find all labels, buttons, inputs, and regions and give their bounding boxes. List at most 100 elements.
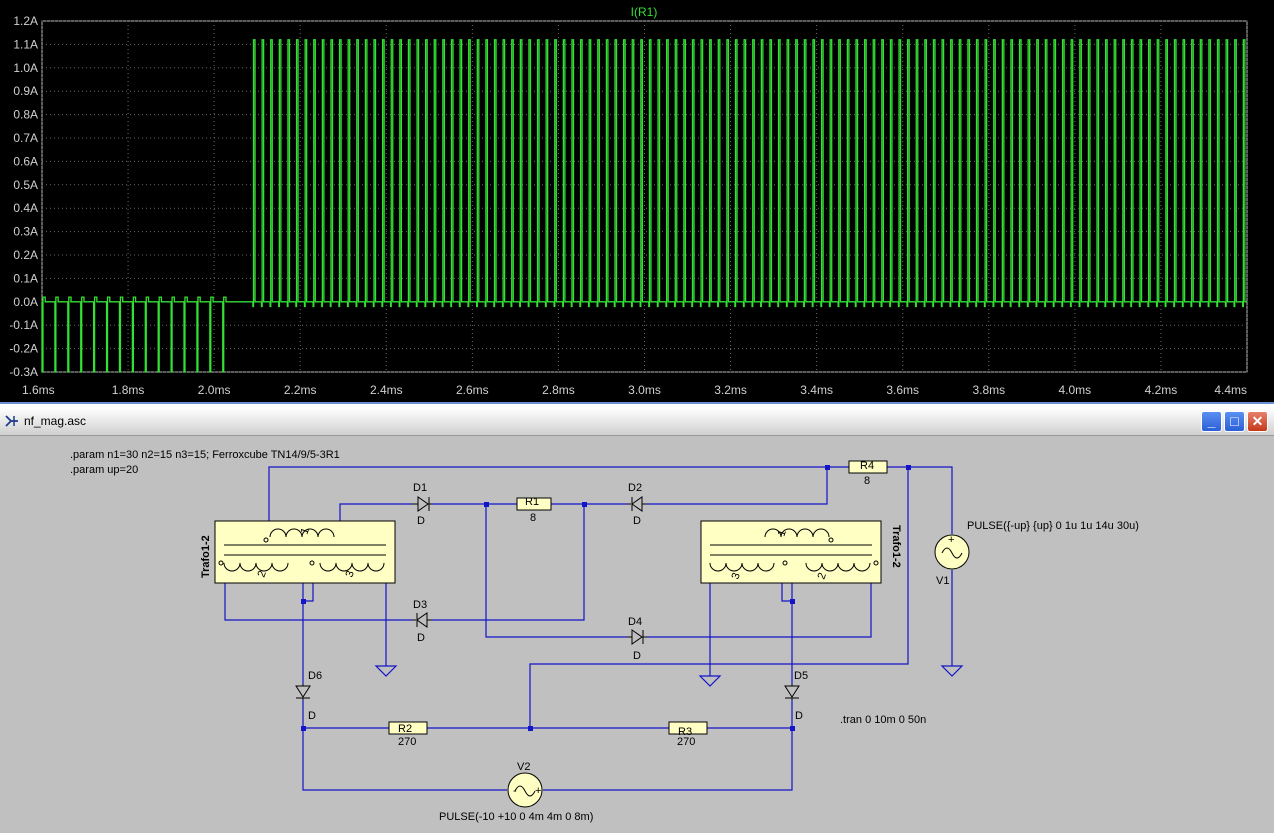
y-tick-label: 0.7A [13,131,38,145]
x-tick-label: 1.6ms [22,383,55,397]
r1-name: R1 [525,496,539,508]
maximize-button[interactable]: □ [1224,411,1245,432]
x-tick-label: 3.8ms [972,383,1005,397]
trace-label[interactable]: I(R1) [631,5,658,19]
d1-name: D1 [413,482,427,494]
y-tick-label: 0.3A [13,225,38,239]
param-directive-2[interactable]: .param up=20 [70,464,138,476]
d2-value: D [633,515,641,527]
minimize-icon: _ [1207,413,1216,429]
winding-number: 1 [299,526,312,536]
y-tick-label: 0.0A [13,295,38,309]
v2-value: PULSE(-10 +10 0 4m 4m 0 8m) [439,811,593,823]
voltage-source-v2[interactable]: - + [507,772,543,808]
y-tick-label: -0.3A [9,365,38,379]
svg-text:-: - [513,785,517,797]
d5-name: D5 [794,670,808,682]
r2-value: 270 [398,736,416,748]
y-tick-label: 0.1A [13,271,38,285]
resistor-r2[interactable] [388,721,428,735]
v2-name: V2 [517,761,530,773]
schematic-window[interactable]: nf_mag.asc _ □ ✕ .param n1=30 n2=15 n3=1… [0,408,1274,833]
diode-d6[interactable] [295,684,311,700]
waveform-plot[interactable]: 1.2A 1.1A 1.0A 0.9A 0.8A 0.7A 0.6A 0.5A 0.4A 0.3A… [0,0,1274,404]
winding-number: 2 [256,569,269,579]
y-tick-label: 0.2A [13,248,38,262]
tran-directive[interactable]: .tran 0 10m 0 50n [840,714,926,726]
x-tick-label: 2.0ms [198,383,231,397]
minimize-button[interactable]: _ [1201,411,1222,432]
ground-symbol-1[interactable] [374,665,398,677]
d3-value: D [417,632,425,644]
r4-value: 8 [864,475,870,487]
diode-d5[interactable] [784,684,800,700]
close-button[interactable]: ✕ [1247,411,1268,432]
v1-value: PULSE({-up} {up} 0 1u 1u 14u 30u) [967,520,1139,532]
d5-value: D [795,710,803,722]
x-tick-label: 1.8ms [112,383,145,397]
resistor-r4[interactable] [848,460,888,474]
svg-text:+: + [948,534,954,546]
x-tick-label: 2.2ms [284,383,317,397]
x-tick-label: 3.6ms [886,383,919,397]
y-tick-label: -0.2A [9,342,38,356]
winding-number: 3 [344,569,357,579]
winding-number: 2 [816,571,829,581]
y-tick-label: 0.9A [13,84,38,98]
y-tick-label: 1.2A [13,14,38,28]
wires [224,466,953,791]
trafo-label-left: Trafo1-2 [200,535,212,578]
r3-value: 270 [677,736,695,748]
v1-name: V1 [936,575,949,587]
r2-name: R2 [398,723,412,735]
x-tick-label: 3.0ms [628,383,661,397]
maximize-icon: □ [1230,413,1239,429]
d6-name: D6 [308,670,322,682]
y-tick-label: 0.5A [13,178,38,192]
waveform-viewer[interactable]: 1.2A 1.1A 1.0A 0.9A 0.8A 0.7A 0.6A 0.5A 0.4A 0.3A… [0,0,1274,404]
schematic-canvas[interactable]: .param n1=30 n2=15 n3=15; Ferroxcube TN1… [2,436,1272,833]
ground-symbol-3[interactable] [940,665,964,677]
y-tick-label: -0.1A [9,318,38,332]
voltage-source-v1[interactable]: + [934,534,970,570]
x-tick-label: 2.6ms [456,383,489,397]
r1-value: 8 [530,512,536,524]
winding-number: 1 [776,528,789,538]
diode-d2[interactable] [627,496,647,512]
x-tick-label: 4.4ms [1214,383,1247,397]
window-titlebar[interactable]: nf_mag.asc _ □ ✕ [0,408,1274,436]
svg-text:+: + [535,785,541,797]
d4-value: D [633,650,641,662]
x-tick-label: 2.4ms [370,383,403,397]
close-icon: ✕ [1251,413,1264,429]
param-directive-1[interactable]: .param n1=30 n2=15 n3=15; Ferroxcube TN1… [70,449,340,461]
y-tick-label: 1.1A [13,37,38,51]
x-tick-label: 4.0ms [1059,383,1092,397]
y-tick-label: 0.8A [13,108,38,122]
x-tick-label: 3.4ms [800,383,833,397]
y-tick-label: 1.0A [13,61,38,75]
x-tick-label: 4.2ms [1145,383,1178,397]
winding-number: 3 [730,571,743,581]
diode-d4[interactable] [627,629,647,645]
y-tick-label: 0.6A [13,154,38,168]
x-tick-label: 3.2ms [714,383,747,397]
resistor-r1[interactable] [516,497,552,511]
transformer-right[interactable]: 1 3 2 Trafo1-2 [700,520,902,584]
transformer-left[interactable]: 1 2 3 Trafo1-2 [200,520,396,584]
r4-name: R4 [860,460,874,472]
resistor-r3[interactable] [668,721,708,735]
trafo-label-right: Trafo1-2 [890,525,902,568]
diode-d1[interactable] [412,496,432,512]
ltspice-icon [5,415,18,427]
trace-i-r1 [41,39,1247,373]
d6-value: D [308,710,316,722]
window-title: nf_mag.asc [24,414,87,428]
y-tick-label: 0.4A [13,201,38,215]
d1-value: D [417,515,425,527]
ground-symbol-2[interactable] [698,675,722,687]
d2-name: D2 [628,482,642,494]
r3-name: R3 [678,726,692,738]
x-tick-label: 2.8ms [542,383,575,397]
diode-d3[interactable] [412,612,432,628]
